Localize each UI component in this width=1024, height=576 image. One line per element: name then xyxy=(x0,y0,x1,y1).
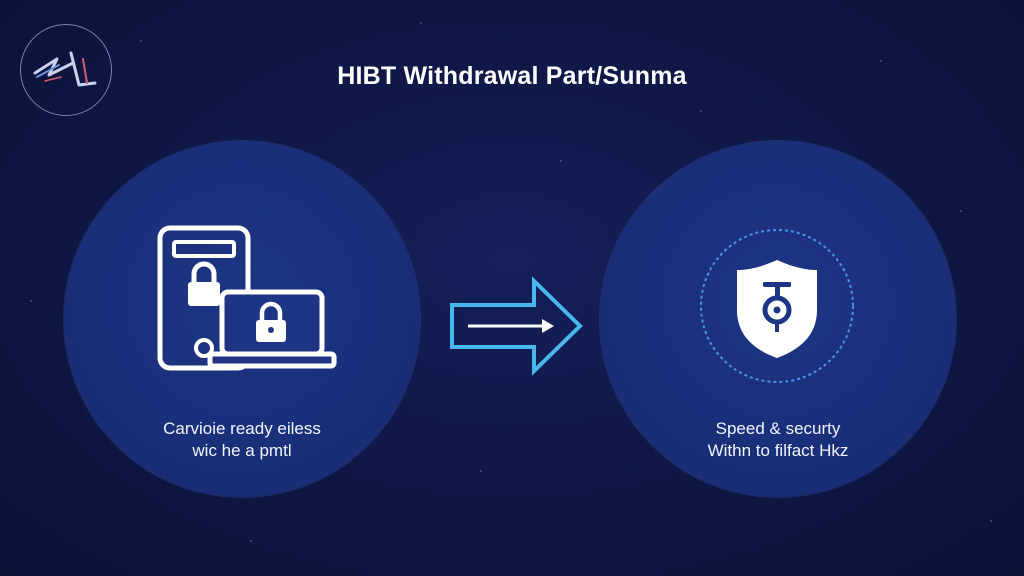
background-dot xyxy=(420,22,422,24)
brand-logo-icon xyxy=(33,51,97,87)
shield-icon xyxy=(700,229,854,383)
brand-logo xyxy=(20,24,112,116)
background-dot xyxy=(700,110,702,112)
left-caption: Carvioie ready eiless wic he a pmtl xyxy=(92,418,392,462)
arrow-right-icon xyxy=(450,276,583,376)
phone-laptop-lock-icon xyxy=(157,225,337,371)
background-dot xyxy=(480,470,482,472)
background-dot xyxy=(140,40,142,42)
right-caption-line-2: Withn to filfact Hkz xyxy=(707,441,849,460)
left-caption-line-1: Carvioie ready eiless xyxy=(163,419,321,438)
page-title: HIBT Withdrawal Part/Sunma xyxy=(337,62,687,90)
background-dot xyxy=(960,210,962,212)
left-caption-line-2: wic he a pmtl xyxy=(192,441,292,460)
background-dot xyxy=(880,60,882,62)
right-caption-line-1: Speed & securty xyxy=(715,419,841,438)
background-dot xyxy=(560,160,562,162)
background-dot xyxy=(990,520,992,522)
background-dot xyxy=(30,300,32,302)
right-caption: Speed & securty Withn to filfact Hkz xyxy=(628,418,928,462)
background-dot xyxy=(250,540,252,542)
